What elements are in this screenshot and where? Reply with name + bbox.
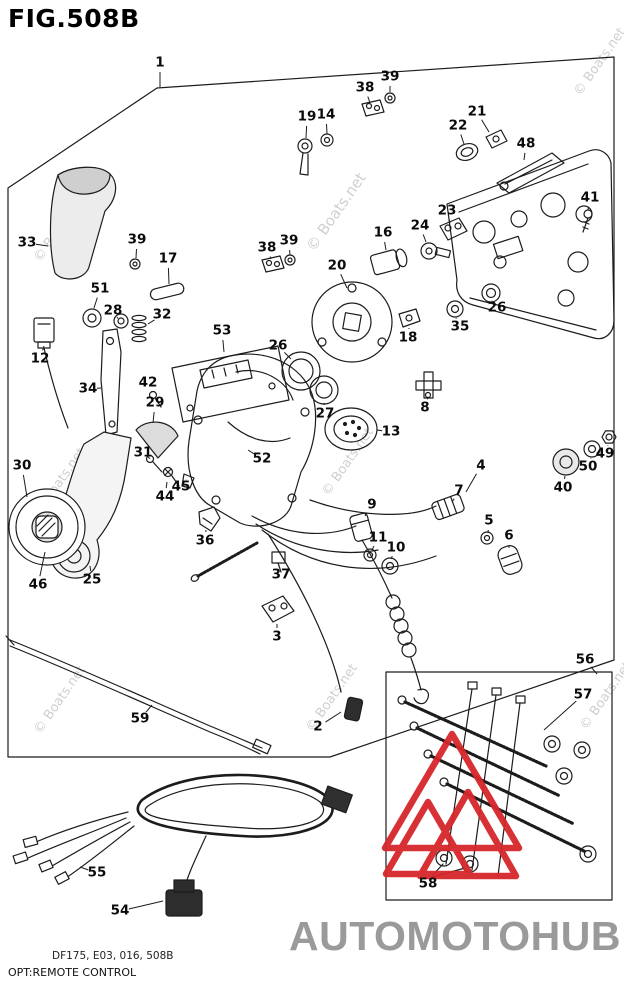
part-42-screw: [148, 390, 162, 408]
part-39-washer-b: [284, 254, 296, 266]
part-34-lever: [100, 328, 122, 436]
part-32-spring: [131, 314, 147, 343]
part-53-shift-panel: [171, 345, 290, 423]
part-14-washer: [320, 133, 334, 147]
automotohub-logo-text: AUTOMOTOHUB: [289, 913, 621, 959]
part-39-washer-c: [384, 92, 396, 104]
part-13-buzzer: [324, 407, 378, 451]
part-10-washer: [381, 557, 399, 575]
part-2-lanyard: [343, 539, 430, 722]
part-3-plate: [261, 595, 295, 623]
kit-nuts: [435, 735, 597, 873]
part-39-washer-a: [129, 258, 141, 270]
logo-triangle: [416, 788, 520, 880]
part-18-bracket: [398, 308, 421, 328]
part-22-ring: [455, 142, 479, 162]
part-59-cable: [5, 635, 272, 755]
part-45-clip: [181, 473, 195, 489]
part-7-connector: [431, 493, 465, 521]
part-6-boot: [497, 545, 523, 575]
part-19-key: [297, 138, 313, 176]
part-36-clip: [198, 506, 221, 532]
part-38-bracket-a: [261, 255, 285, 273]
footer-part-code: DF175, E03, 016, 508B: [52, 950, 174, 962]
part-52-housing: [187, 353, 317, 527]
part-41-screw: [582, 209, 593, 233]
logo-triangle: [382, 798, 474, 878]
part-17-pin: [149, 282, 185, 301]
part-21-clamp: [485, 129, 508, 149]
assembly-frame: [7, 56, 615, 758]
part-33-control-handle: [49, 166, 117, 280]
part-35-ring: [446, 300, 464, 318]
part-49-nut: [601, 430, 617, 444]
part-11-ring: [363, 548, 377, 562]
part-40-grommet: [552, 448, 580, 476]
part-28-washer: [113, 313, 129, 329]
part-16-switch: [369, 248, 408, 276]
part-51-grommet: [82, 308, 102, 328]
wiring-lines: [251, 499, 437, 693]
part-29-sector-gear: [135, 421, 179, 459]
rear-panel: [446, 149, 615, 340]
part-44-screw: [162, 466, 180, 487]
part-26-ring-b: [481, 283, 501, 303]
part-37-clamp: [271, 551, 286, 573]
part-8-bracket: [415, 371, 442, 399]
mount-screw: [190, 541, 259, 582]
part-31-screw: [145, 454, 163, 473]
part-38-bracket-b: [361, 99, 385, 117]
part-54-harness: [12, 773, 353, 917]
logo-triangles-group: [381, 730, 523, 880]
part-23-bracket: [439, 217, 468, 241]
logo-triangle: [381, 730, 523, 852]
part-48-lever: [496, 152, 565, 194]
figure-title: FIG.508B: [8, 4, 140, 33]
part-9-connector: [349, 512, 373, 542]
part-56-hardware-kit-box: [385, 671, 613, 901]
part-50-ring: [583, 440, 601, 458]
part-12-switch: [33, 317, 69, 429]
part-46-emblem: [35, 514, 59, 539]
part-5-ring: [480, 531, 494, 545]
part-24-key: [420, 242, 452, 260]
part-20-cam: [311, 281, 393, 363]
part-26-ring-a: [281, 351, 321, 391]
footer-caption: OPT:REMOTE CONTROL: [8, 966, 137, 979]
leader-lines: [22, 72, 609, 910]
part-27-ring: [309, 375, 339, 405]
